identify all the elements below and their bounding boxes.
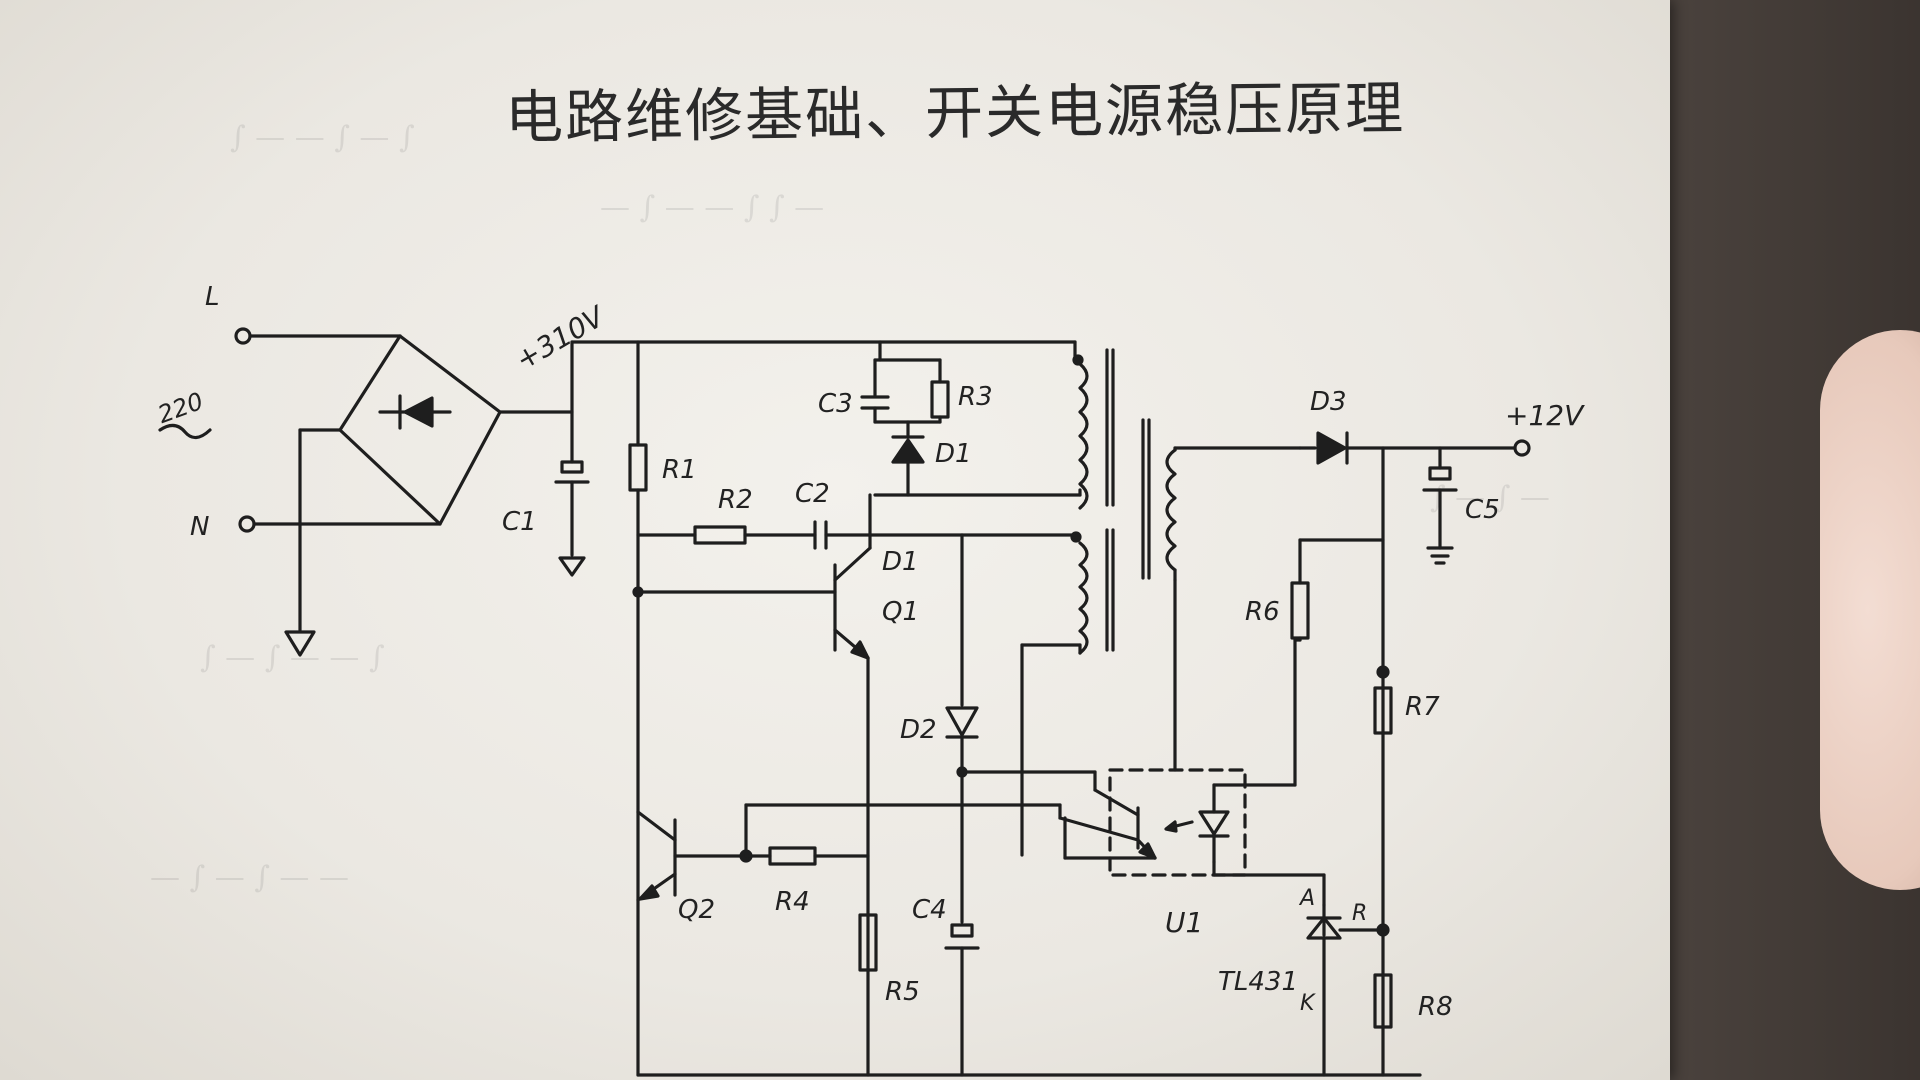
transistor-q2 [636, 810, 747, 902]
bleed-through-text: ∫ — — ∫ — ∫ [230, 120, 415, 155]
diode-d1-snubber [891, 435, 925, 464]
label-d1-feedback: D1 [882, 547, 919, 577]
tl431-regulator [1306, 903, 1385, 1077]
bridge-rectifier [338, 334, 502, 526]
label-r2: R2 [718, 485, 753, 515]
terminal-l [234, 327, 252, 345]
transformer-feedback-winding [960, 528, 1115, 857]
label-q2: Q2 [678, 895, 715, 925]
notebook-page [0, 0, 1670, 1080]
label-r8: R8 [1418, 992, 1453, 1022]
transformer-secondary [1141, 418, 1302, 772]
resistor-r4 [768, 846, 817, 866]
label-dc-bus: +310V [510, 299, 611, 377]
resistor-r2 [693, 525, 747, 545]
resistor-r5 [858, 913, 878, 972]
terminal-n [238, 515, 256, 533]
finger [1820, 330, 1920, 890]
label-pin-r: R [1352, 901, 1367, 926]
bleed-through-text: — ∫ — ∫ — — [150, 860, 349, 895]
label-c4: C4 [912, 895, 947, 925]
label-c2: C2 [795, 479, 830, 509]
label-r6: R6 [1245, 597, 1280, 627]
optocoupler-u1 [1058, 768, 1247, 877]
transistor-q1 [636, 493, 872, 1077]
label-c3: C3 [818, 389, 853, 419]
label-d1-snubber: D1 [935, 439, 972, 469]
label-q1: Q1 [882, 597, 919, 627]
label-r5: R5 [885, 977, 920, 1007]
capacitor-c4 [944, 923, 980, 950]
label-c5: C5 [1465, 495, 1500, 525]
diode-d3 [1316, 431, 1349, 465]
capacitor-c3 [860, 395, 890, 410]
label-ac-input: 220 [154, 387, 207, 429]
capacitor-c5 [1422, 466, 1458, 565]
capacitor-c2 [813, 520, 828, 550]
ac-symbol [158, 423, 212, 440]
label-pin-a: A [1298, 886, 1315, 911]
label-r1: R1 [662, 455, 697, 485]
label-r7: R7 [1405, 692, 1440, 722]
label-c1: C1 [502, 507, 537, 537]
label-d2: D2 [900, 715, 937, 745]
bleed-through-text: — ∫ — — ∫ ∫ — [600, 190, 825, 225]
label-r4: R4 [775, 887, 810, 917]
label-output-voltage: +12V [1505, 399, 1585, 432]
bleed-through-text: ∫ — ∫ — [1430, 480, 1550, 515]
output-terminal [1513, 439, 1531, 457]
resistor-r1 [628, 443, 648, 492]
label-d3: D3 [1310, 387, 1347, 417]
label-r3: R3 [958, 382, 993, 412]
label-tl431: TL431 [1218, 967, 1298, 997]
resistor-r7 [1373, 686, 1393, 735]
diode-d2 [945, 706, 979, 739]
resistor-r8 [1373, 973, 1393, 1029]
ground-icon [284, 630, 316, 657]
label-l: L [205, 282, 220, 312]
transformer-primary [1072, 340, 1115, 510]
resistor-r3 [930, 380, 950, 419]
capacitor-c1 [554, 460, 590, 577]
label-u1: U1 [1165, 906, 1203, 939]
label-n: N [190, 512, 209, 542]
resistor-r6 [1290, 581, 1310, 640]
label-pin-k: K [1300, 991, 1316, 1016]
bleed-through-text: ∫ — ∫ — — ∫ [200, 640, 385, 675]
